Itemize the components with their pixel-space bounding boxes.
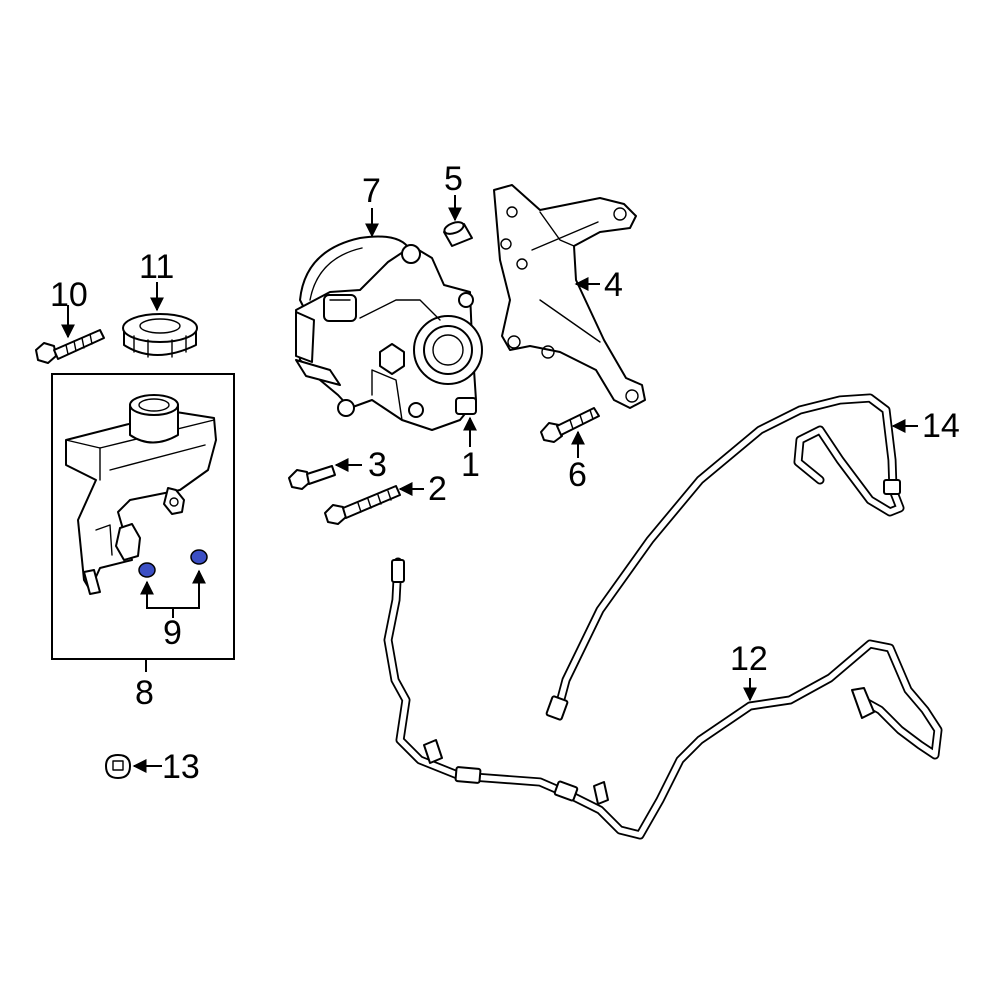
- callout-12: 12: [730, 640, 768, 678]
- seal-9-right: [190, 549, 208, 565]
- nut-part-13: [105, 754, 131, 779]
- bolt-part-3: [288, 465, 336, 490]
- reservoir-assembly-box: [51, 373, 235, 660]
- callout-1: 1: [461, 446, 480, 484]
- bolt-part-10: [35, 329, 105, 364]
- dowel-part-5: [443, 221, 473, 247]
- callout-10: 10: [50, 276, 88, 314]
- callout-4: 4: [604, 266, 623, 304]
- seal-part-9-right: [190, 549, 208, 565]
- return-hose-part-14: [545, 393, 905, 721]
- leader-9-bracket: [146, 586, 200, 609]
- callout-9: 9: [163, 614, 182, 652]
- callout-13: 13: [162, 748, 200, 786]
- seal-part-9-left: [138, 562, 156, 578]
- pump-part-1: [295, 244, 483, 431]
- bolt-part-2: [324, 485, 401, 525]
- callout-11: 11: [139, 248, 174, 286]
- callout-7: 7: [362, 172, 381, 210]
- bracket-part-4: [493, 184, 646, 409]
- seal-9-left: [138, 562, 156, 578]
- callout-5: 5: [444, 160, 463, 198]
- callout-2: 2: [428, 470, 447, 508]
- callout-8: 8: [135, 674, 154, 712]
- pressure-hose-part-12: [383, 557, 943, 840]
- reservoir-cap-part-11: [122, 313, 198, 358]
- reservoir-part-8: [65, 394, 217, 595]
- callout-3: 3: [368, 446, 387, 484]
- bolt-part-6: [540, 407, 600, 443]
- callout-6: 6: [568, 456, 587, 494]
- callout-14: 14: [922, 407, 960, 445]
